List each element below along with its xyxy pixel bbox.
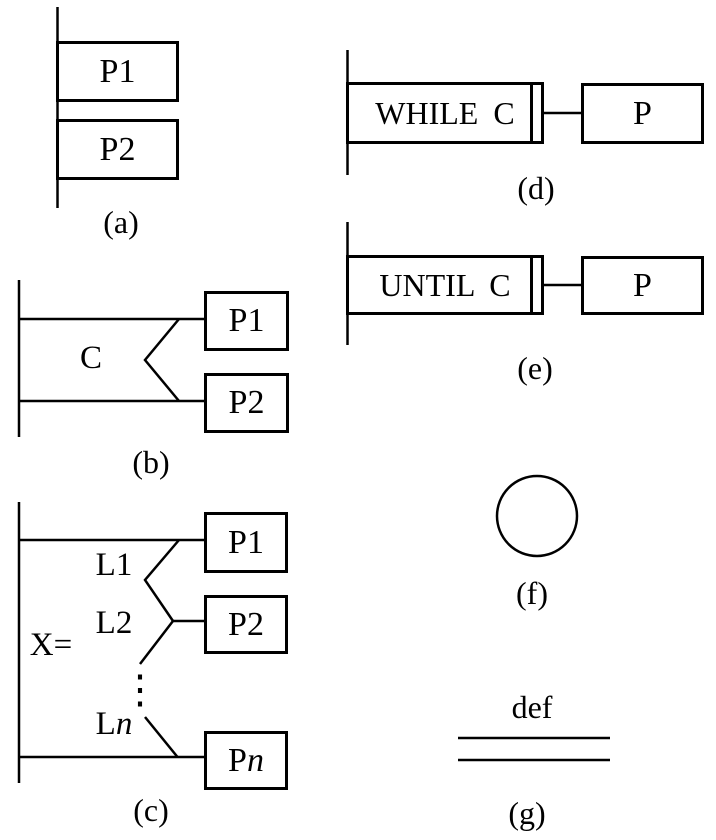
panel-b-box-p2: P2: [204, 373, 289, 433]
panel-e-box-p-label: P: [633, 266, 652, 304]
panel-b-caption: (b): [132, 444, 170, 480]
panel-c-caption: (c): [133, 792, 169, 828]
panel-c-box-p2-label: P2: [228, 605, 264, 643]
panel-c-case-notch-lower: [144, 716, 179, 758]
panel-c-branch-label-2: L2: [95, 604, 133, 641]
panel-e-until-label: UNTIL C: [379, 267, 511, 303]
panel-b-box-p1-label: P1: [228, 302, 265, 339]
panel-c-box-pn-var: n: [246, 741, 264, 779]
panel-f-circle-symbol: [495, 474, 579, 558]
panel-c-box-p1-label: P1: [228, 523, 264, 561]
panel-b-condition-label: C: [79, 339, 102, 376]
panel-c-selector-label: X=: [29, 626, 73, 663]
panel-d-box-p-label: P: [633, 94, 652, 132]
panel-e-box-p: P: [581, 256, 704, 315]
panel-a-caption: (a): [103, 204, 139, 240]
panel-f-caption: (f): [516, 575, 548, 611]
panel-e-until-box: UNTIL C: [346, 255, 544, 315]
panel-b-box-p1: P1: [204, 291, 289, 351]
panel-e-caption: (e): [517, 350, 553, 386]
panel-c-box-pn-prefix: P: [228, 741, 247, 779]
panel-d-while-label: WHILE C: [375, 95, 515, 131]
panel-a-box-p2-label: P2: [99, 130, 136, 168]
panel-c-branch-label-1: L1: [95, 546, 133, 583]
panel-g-definition-label: def: [511, 689, 553, 725]
panel-c-ellipsis: ⋮: [120, 667, 160, 712]
panel-d-while-box: WHILE C: [346, 82, 544, 144]
panel-c-branch-label-n-var: n: [115, 705, 133, 742]
panel-c-box-p1: P1: [204, 512, 288, 573]
panel-d-loop-double-line: [530, 85, 533, 141]
panel-d-box-p: P: [581, 83, 704, 144]
panel-c-box-p2: P2: [204, 595, 288, 654]
panel-a-box-p2: P2: [56, 119, 179, 180]
panel-c-case-notch-upper: [139, 539, 180, 665]
panel-g-caption: (g): [508, 795, 546, 831]
panel-b-box-p2-label: P2: [228, 384, 265, 421]
panel-e-loop-double-line: [530, 258, 533, 312]
panel-a-box-p1: P1: [56, 41, 179, 102]
panel-c-branch-label-n-prefix: L: [95, 705, 116, 742]
panel-a-box-p1-label: P1: [99, 52, 136, 90]
panel-b-selection-notch: [143, 318, 180, 402]
panel-d-caption: (d): [517, 170, 555, 206]
